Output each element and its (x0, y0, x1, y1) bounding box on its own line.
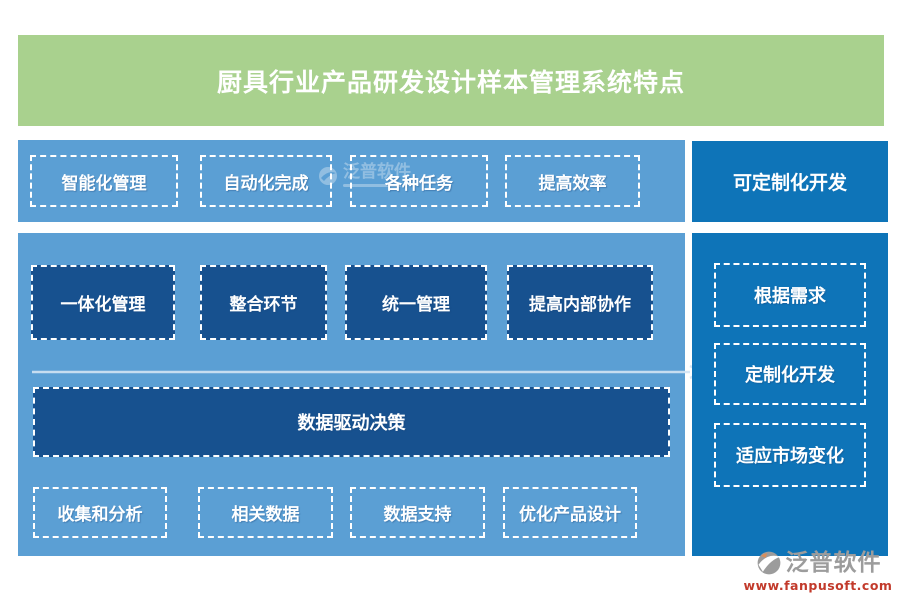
node-integrate-links: 整合环节 (200, 265, 327, 340)
brand-name: 泛普软件 (785, 549, 882, 576)
integration-middle-panel: 一体化管理 整合环节 统一管理 提高内部协作 数据驱动决策 收集和分析 相关数据… (18, 233, 705, 556)
node-label: 数据支持 (383, 505, 452, 525)
page-title: 厨具行业产品研发设计样本管理系统特点 (216, 67, 685, 97)
features-row-top-panel: 泛普软件 智能化管理 自动化完成 各种任务 提高效率 (18, 140, 685, 222)
node-optimize-product-design: 优化产品设计 (503, 487, 637, 538)
node-label: 适应市场变化 (736, 446, 844, 467)
node-label: 相关数据 (231, 505, 300, 525)
node-label: 自动化完成 (223, 173, 309, 194)
node-label: 可定制化开发 (732, 172, 847, 194)
node-label: 根据需求 (754, 286, 826, 307)
node-label: 提高效率 (538, 173, 607, 194)
brand-footer: 泛普软件 www.fanpusoft.com (744, 549, 892, 593)
node-customized-development: 定制化开发 (714, 343, 866, 405)
node-auto-complete: 自动化完成 (200, 155, 332, 207)
node-label: 优化产品设计 (519, 505, 621, 525)
node-unified-management: 统一管理 (345, 265, 487, 340)
title-banner: 厨具行业产品研发设计样本管理系统特点 (18, 35, 884, 126)
node-label: 定制化开发 (745, 365, 835, 386)
customization-right-panel: 根据需求 定制化开发 适应市场变化 (692, 233, 888, 556)
node-label: 各种任务 (385, 173, 453, 194)
node-related-data: 相关数据 (198, 487, 333, 538)
node-smart-management: 智能化管理 (30, 155, 178, 207)
fanpu-logo-icon (757, 551, 780, 575)
node-data-support: 数据支持 (350, 487, 485, 538)
brand-url-link[interactable]: www.fanpusoft.com (743, 578, 893, 593)
node-label: 智能化管理 (61, 173, 147, 194)
node-customizable-development: 可定制化开发 (692, 141, 888, 222)
node-label: 一体化管理 (60, 295, 146, 315)
node-label: 整合环节 (229, 295, 298, 315)
bar-data-driven-decision: 数据驱动决策 (33, 387, 670, 457)
node-improve-efficiency: 提高效率 (505, 155, 640, 207)
node-internal-collaboration: 提高内部协作 (507, 265, 653, 340)
node-collect-analyze: 收集和分析 (33, 487, 167, 538)
flow-arrow-right-icon (32, 364, 705, 380)
node-various-tasks: 各种任务 (350, 155, 488, 207)
node-label: 收集和分析 (57, 505, 143, 525)
node-label: 提高内部协作 (529, 295, 631, 315)
node-integrated-management: 一体化管理 (31, 265, 175, 340)
node-adapt-market-changes: 适应市场变化 (714, 423, 866, 487)
node-label: 统一管理 (382, 295, 450, 315)
bar-label: 数据驱动决策 (297, 413, 406, 434)
node-according-to-needs: 根据需求 (714, 263, 866, 327)
